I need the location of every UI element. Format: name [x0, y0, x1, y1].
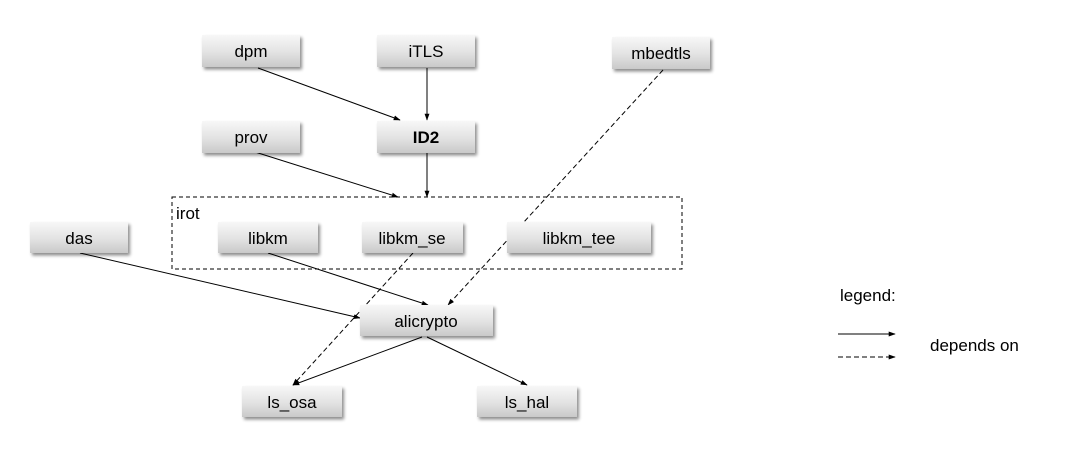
node-ls_hal-label: ls_hal — [505, 393, 549, 412]
node-mbedtls-label: mbedtls — [631, 44, 691, 63]
edge-libkm-alicrypto — [267, 252, 429, 306]
node-libkm_tee-label: libkm_tee — [543, 229, 616, 248]
node-prov[interactable]: prov — [202, 121, 300, 153]
edge-das-alicrypto — [79, 252, 361, 319]
legend-depends-on-label: depends on — [930, 336, 1019, 355]
node-alicrypto[interactable]: alicrypto — [360, 305, 493, 336]
edge-prov-irot — [254, 151, 399, 198]
node-ls_hal[interactable]: ls_hal — [477, 386, 577, 417]
node-alicrypto-label: alicrypto — [394, 312, 457, 331]
legend: legend: depends on — [838, 286, 1019, 360]
node-das[interactable]: das — [30, 222, 128, 253]
node-id2-label: ID2 — [413, 128, 439, 147]
node-mbedtls[interactable]: mbedtls — [612, 37, 710, 69]
node-das-label: das — [65, 229, 92, 248]
node-dpm[interactable]: dpm — [202, 35, 300, 67]
node-dpm-label: dpm — [234, 42, 267, 61]
edge-libkm_se-ls_osa — [292, 252, 414, 386]
edges-layer — [79, 67, 664, 386]
nodes-layer: dpm iTLS mbedtls prov ID2 das libkm lib — [30, 35, 710, 417]
node-itls-label: iTLS — [409, 42, 444, 61]
node-id2[interactable]: ID2 — [377, 121, 475, 153]
irot-group-label: irot — [176, 204, 200, 223]
edge-mbedtls-alicrypto — [447, 69, 664, 306]
edge-alicrypto-ls_hal — [426, 336, 528, 386]
node-libkm_se-label: libkm_se — [378, 229, 445, 248]
edge-dpm-id2 — [257, 67, 401, 121]
node-libkm_se[interactable]: libkm_se — [362, 222, 463, 253]
node-prov-label: prov — [234, 128, 268, 147]
edge-alicrypto-ls_osa — [292, 336, 423, 386]
node-libkm[interactable]: libkm — [218, 222, 318, 253]
node-libkm_tee[interactable]: libkm_tee — [507, 222, 651, 253]
legend-title: legend: — [840, 286, 896, 305]
node-itls[interactable]: iTLS — [377, 35, 475, 67]
node-ls_osa-label: ls_osa — [267, 393, 317, 412]
node-ls_osa[interactable]: ls_osa — [242, 386, 342, 417]
node-libkm-label: libkm — [248, 229, 288, 248]
